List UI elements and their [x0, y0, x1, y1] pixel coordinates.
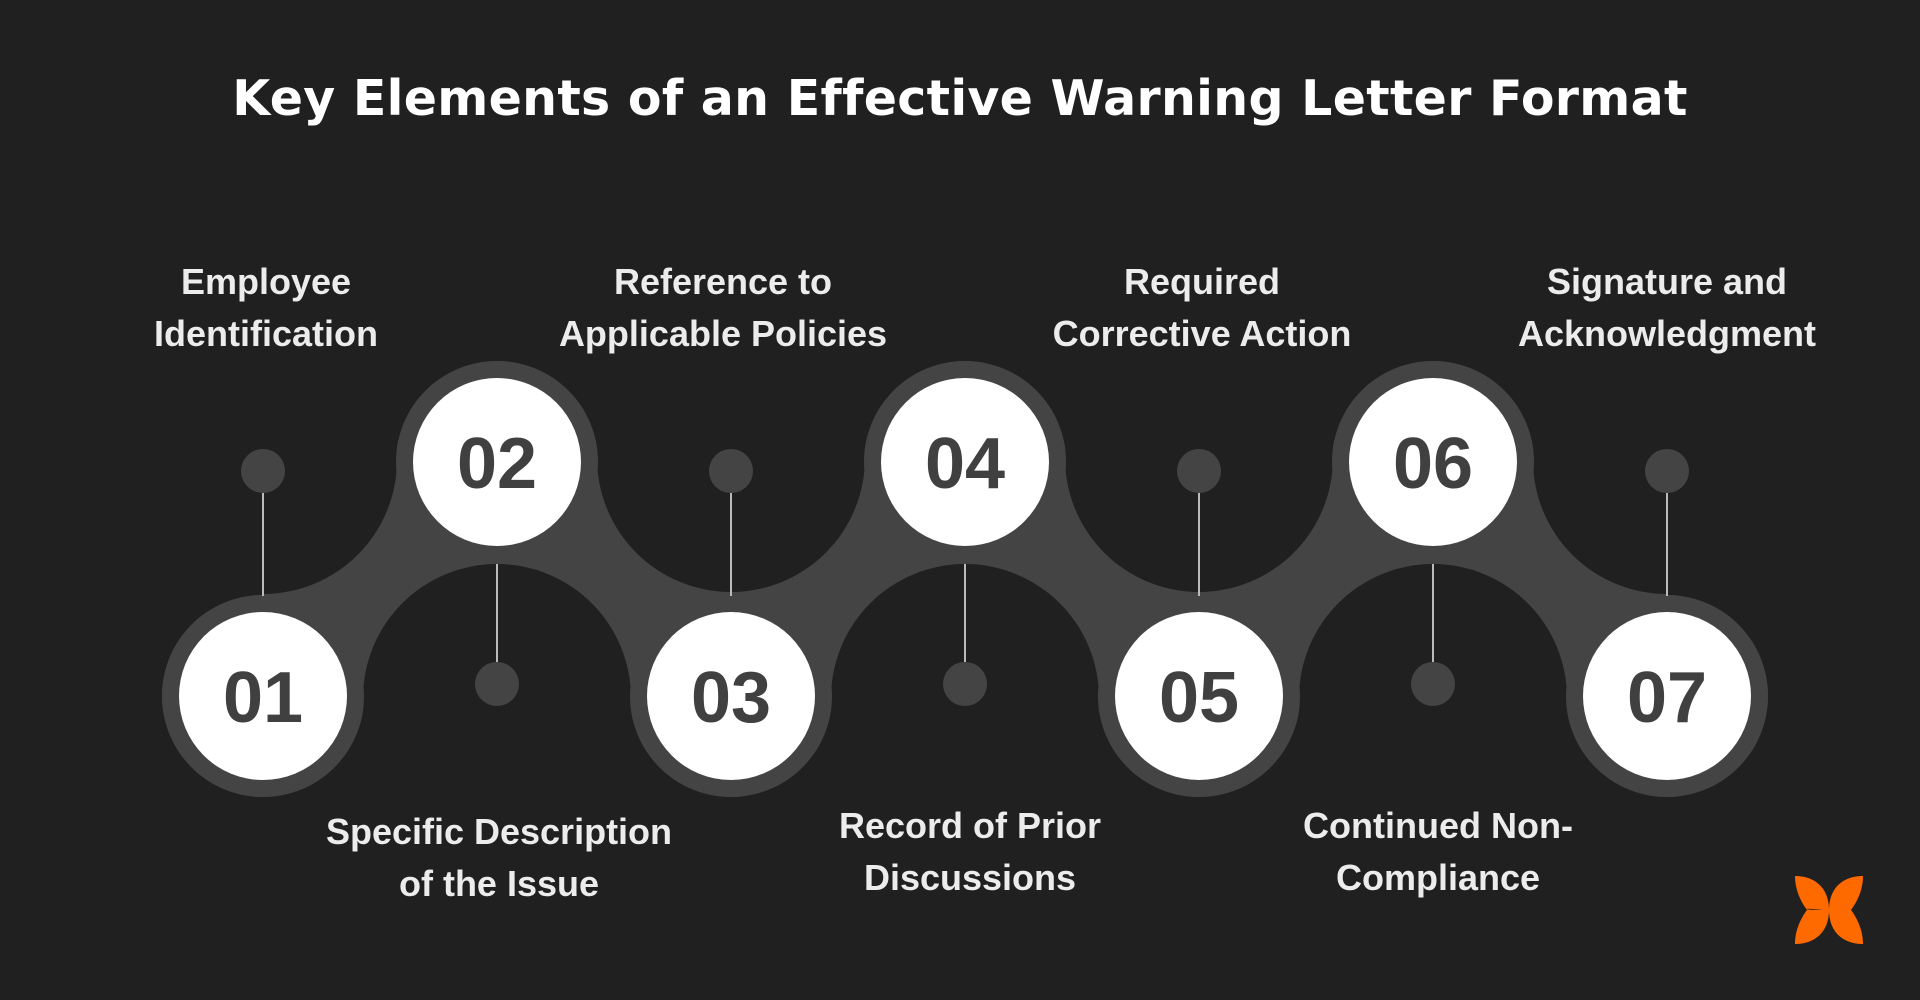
step-label-04: Record of Prior Discussions [760, 800, 1180, 904]
step-number: 04 [925, 424, 1005, 504]
step-label-line2: Identification [154, 313, 378, 354]
step-label-line2: of the Issue [398, 863, 600, 904]
pin-dot-icon [475, 662, 519, 706]
pin-dot-icon [1411, 662, 1455, 706]
step-label-03: Reference to Applicable Policies [513, 256, 933, 360]
step-label-line2: Compliance [1335, 857, 1541, 898]
step-label-line1: Employee [180, 261, 352, 302]
step-number: 01 [223, 658, 303, 738]
step-label-05: Required Corrective Action [992, 256, 1412, 360]
step-node-07: 07 [1583, 612, 1751, 780]
pin-dot-icon [1177, 449, 1221, 493]
step-number: 05 [1159, 658, 1239, 738]
butterfly-logo-icon [1795, 876, 1863, 944]
step-node-01: 01 [179, 612, 347, 780]
step-label-02: Specific Description of the Issue [289, 806, 709, 910]
step-number: 03 [691, 658, 771, 738]
step-label-line1: Reference to [613, 261, 833, 302]
step-label-line2: Discussions [863, 857, 1077, 898]
step-number: 02 [457, 424, 537, 504]
connector-pins [241, 449, 1689, 706]
step-label-line1: Signature and [1546, 261, 1788, 302]
step-label-line1: Continued Non- [1303, 805, 1573, 846]
step-label-line1: Record of Prior [838, 805, 1102, 846]
step-label-line1: Specific Description [325, 811, 673, 852]
pin-dot-icon [1645, 449, 1689, 493]
step-node-05: 05 [1115, 612, 1283, 780]
pin-dot-icon [943, 662, 987, 706]
step-label-07: Signature and Acknowledgment [1457, 256, 1877, 360]
page-title: Key Elements of an Effective Warning Let… [232, 70, 1688, 127]
step-label-line1: Required [1123, 261, 1281, 302]
step-label-line2: Corrective Action [1052, 313, 1352, 354]
step-number: 06 [1393, 424, 1473, 504]
step-number: 07 [1627, 658, 1707, 738]
pin-dot-icon [241, 449, 285, 493]
step-node-03: 03 [647, 612, 815, 780]
step-label-06: Continued Non- Compliance [1228, 800, 1648, 904]
step-node-02: 02 [413, 378, 581, 546]
pin-dot-icon [709, 449, 753, 493]
step-label-line2: Acknowledgment [1517, 313, 1817, 354]
step-label-01: Employee Identification [56, 256, 476, 360]
step-node-06: 06 [1349, 378, 1517, 546]
step-node-04: 04 [881, 378, 1049, 546]
step-label-line2: Applicable Policies [558, 313, 888, 354]
